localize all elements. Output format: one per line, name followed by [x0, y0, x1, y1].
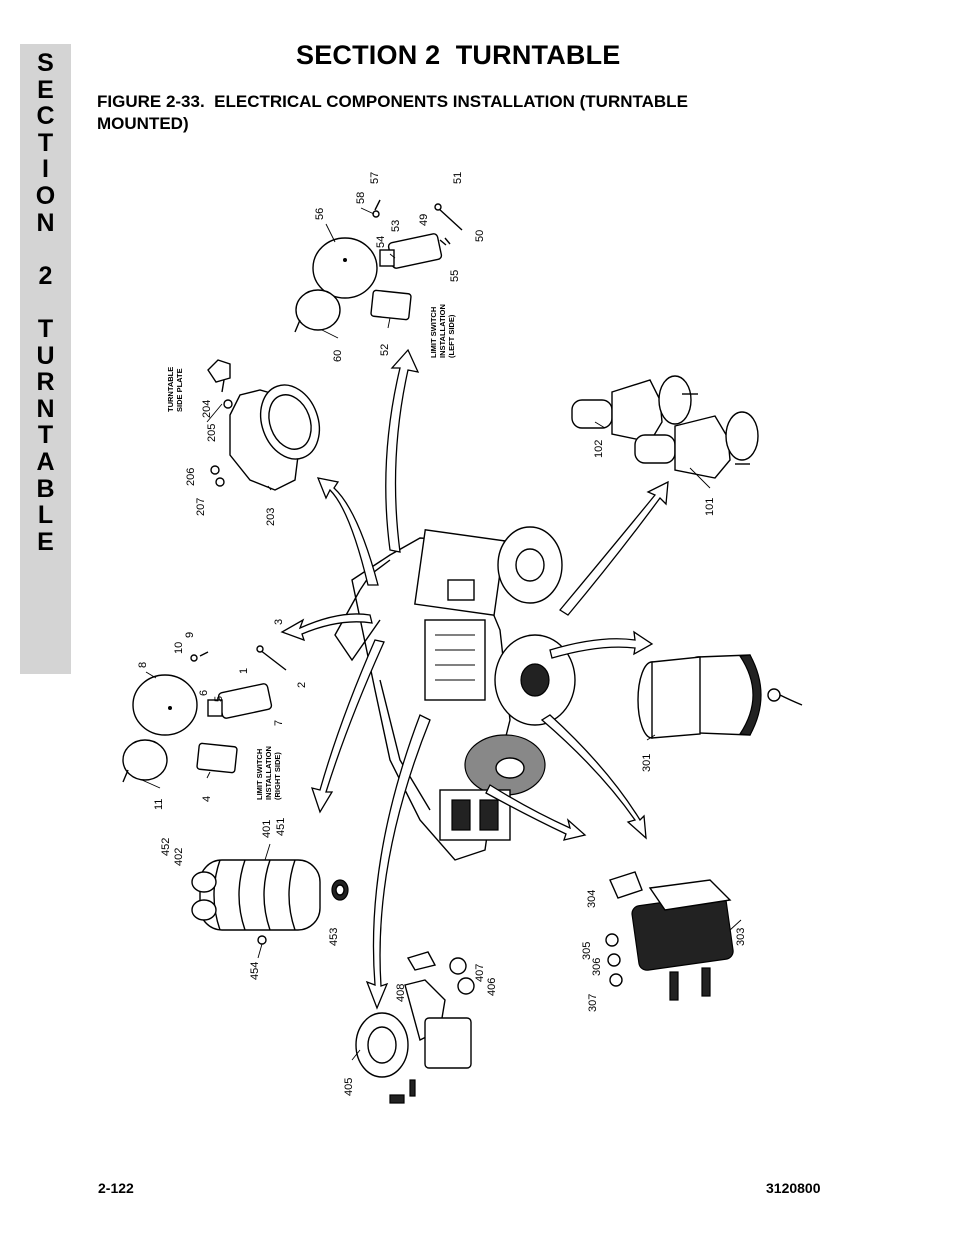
page-number: 2-122 — [98, 1180, 134, 1196]
callout-206: 206 — [185, 468, 197, 486]
turntable-side-plate-group — [207, 359, 321, 491]
callout-102: 102 — [593, 440, 605, 458]
leader-lines — [141, 207, 742, 1061]
side-tab-letter — [20, 289, 71, 316]
electrical-components-diagram: LIMIT SWITCH INSTALLATION (LEFT SIDE) LI… — [122, 172, 803, 1104]
turntable-side-plate-note: TURNTABLE SIDE PLATE — [166, 365, 184, 412]
callout-1: 1 — [238, 668, 250, 674]
callout-205: 205 — [206, 424, 218, 442]
callout-56: 56 — [314, 208, 326, 220]
callout-49: 49 — [418, 214, 430, 226]
side-tab-letter: T — [37, 421, 54, 450]
side-tab-letter: O — [35, 181, 56, 210]
callout-58: 58 — [355, 192, 367, 204]
callout-408: 408 — [395, 984, 407, 1002]
callout-6: 6 — [198, 690, 210, 696]
callout-11: 11 — [153, 799, 165, 810]
callout-10: 10 — [173, 642, 185, 654]
callout-53: 53 — [390, 220, 402, 232]
flasher-light-pair — [571, 375, 759, 479]
machine-illustration — [334, 526, 576, 861]
starter-solenoid — [605, 871, 734, 1001]
callout-51: 51 — [452, 172, 464, 184]
callout-207: 207 — [195, 498, 207, 516]
side-tab-letter: A — [36, 447, 55, 476]
side-tab-letter: N — [36, 208, 55, 237]
callout-5: 5 — [213, 696, 225, 702]
callout-406: 406 — [486, 978, 498, 996]
beacon-light — [637, 654, 803, 739]
callout-307: 307 — [587, 994, 599, 1012]
side-tab-letter: 2 — [38, 261, 53, 290]
callout-101: 101 — [704, 498, 716, 516]
side-tab-letter: L — [37, 501, 54, 530]
callout-52: 52 — [379, 344, 391, 356]
limit-switch-right-group — [122, 645, 287, 783]
callout-203: 203 — [265, 508, 277, 526]
callout-304: 304 — [586, 890, 598, 908]
callout-57: 57 — [369, 172, 381, 184]
side-tab-letter: T — [37, 128, 54, 157]
callout-306: 306 — [591, 958, 603, 976]
work-light-cage — [191, 859, 349, 945]
callout-7: 7 — [273, 720, 285, 726]
figure-caption: FIGURE 2-33. ELECTRICAL COMPONENTS INSTA… — [97, 92, 693, 133]
callout-50: 50 — [474, 230, 486, 242]
callout-407: 407 — [474, 964, 486, 982]
side-tab-letter: C — [36, 102, 55, 131]
limit-switch-left-note: LIMIT SWITCH INSTALLATION (LEFT SIDE) — [429, 302, 456, 358]
callout-301: 301 — [641, 754, 653, 772]
side-tab-letter: I — [42, 155, 49, 184]
side-tab-letter: U — [36, 341, 55, 370]
limit-switch-left-group — [294, 199, 463, 333]
section-title: SECTION 2 TURNTABLE — [296, 40, 621, 70]
side-tab-letter: N — [36, 394, 55, 423]
callout-204: 204 — [201, 400, 213, 418]
callout-452: 452 — [160, 838, 172, 856]
horn-assembly — [355, 951, 475, 1104]
callout-55: 55 — [449, 270, 461, 282]
callout-8: 8 — [137, 662, 149, 668]
callout-453: 453 — [328, 928, 340, 946]
side-tab-letter: E — [37, 527, 54, 556]
side-tab-letter: S — [37, 49, 54, 77]
callout-labels: 56 58 57 53 49 51 54 50 55 52 60 204 205… — [137, 172, 747, 1096]
callout-3: 3 — [273, 619, 285, 625]
side-tab-letter: R — [36, 368, 55, 397]
callout-451: 451 — [275, 818, 287, 836]
side-tab-letter: E — [37, 75, 54, 104]
side-tab-letter: T — [37, 314, 54, 343]
callout-303: 303 — [735, 928, 747, 946]
limit-switch-right-note: LIMIT SWITCH INSTALLATION (RIGHT SIDE) — [255, 744, 282, 800]
callout-454: 454 — [249, 962, 261, 980]
callout-9: 9 — [184, 632, 196, 638]
explosion-arrows — [280, 348, 669, 1010]
callout-405: 405 — [343, 1078, 355, 1096]
side-tab-letter — [20, 236, 71, 263]
callout-60: 60 — [332, 350, 344, 362]
side-tab-letter: B — [36, 474, 55, 503]
callout-402: 402 — [173, 848, 185, 866]
callout-401: 401 — [261, 820, 273, 838]
callout-305: 305 — [581, 942, 593, 960]
callout-4: 4 — [201, 796, 213, 802]
callout-2: 2 — [296, 682, 308, 688]
document-number: 3120800 — [766, 1180, 821, 1196]
callout-54: 54 — [375, 236, 387, 248]
